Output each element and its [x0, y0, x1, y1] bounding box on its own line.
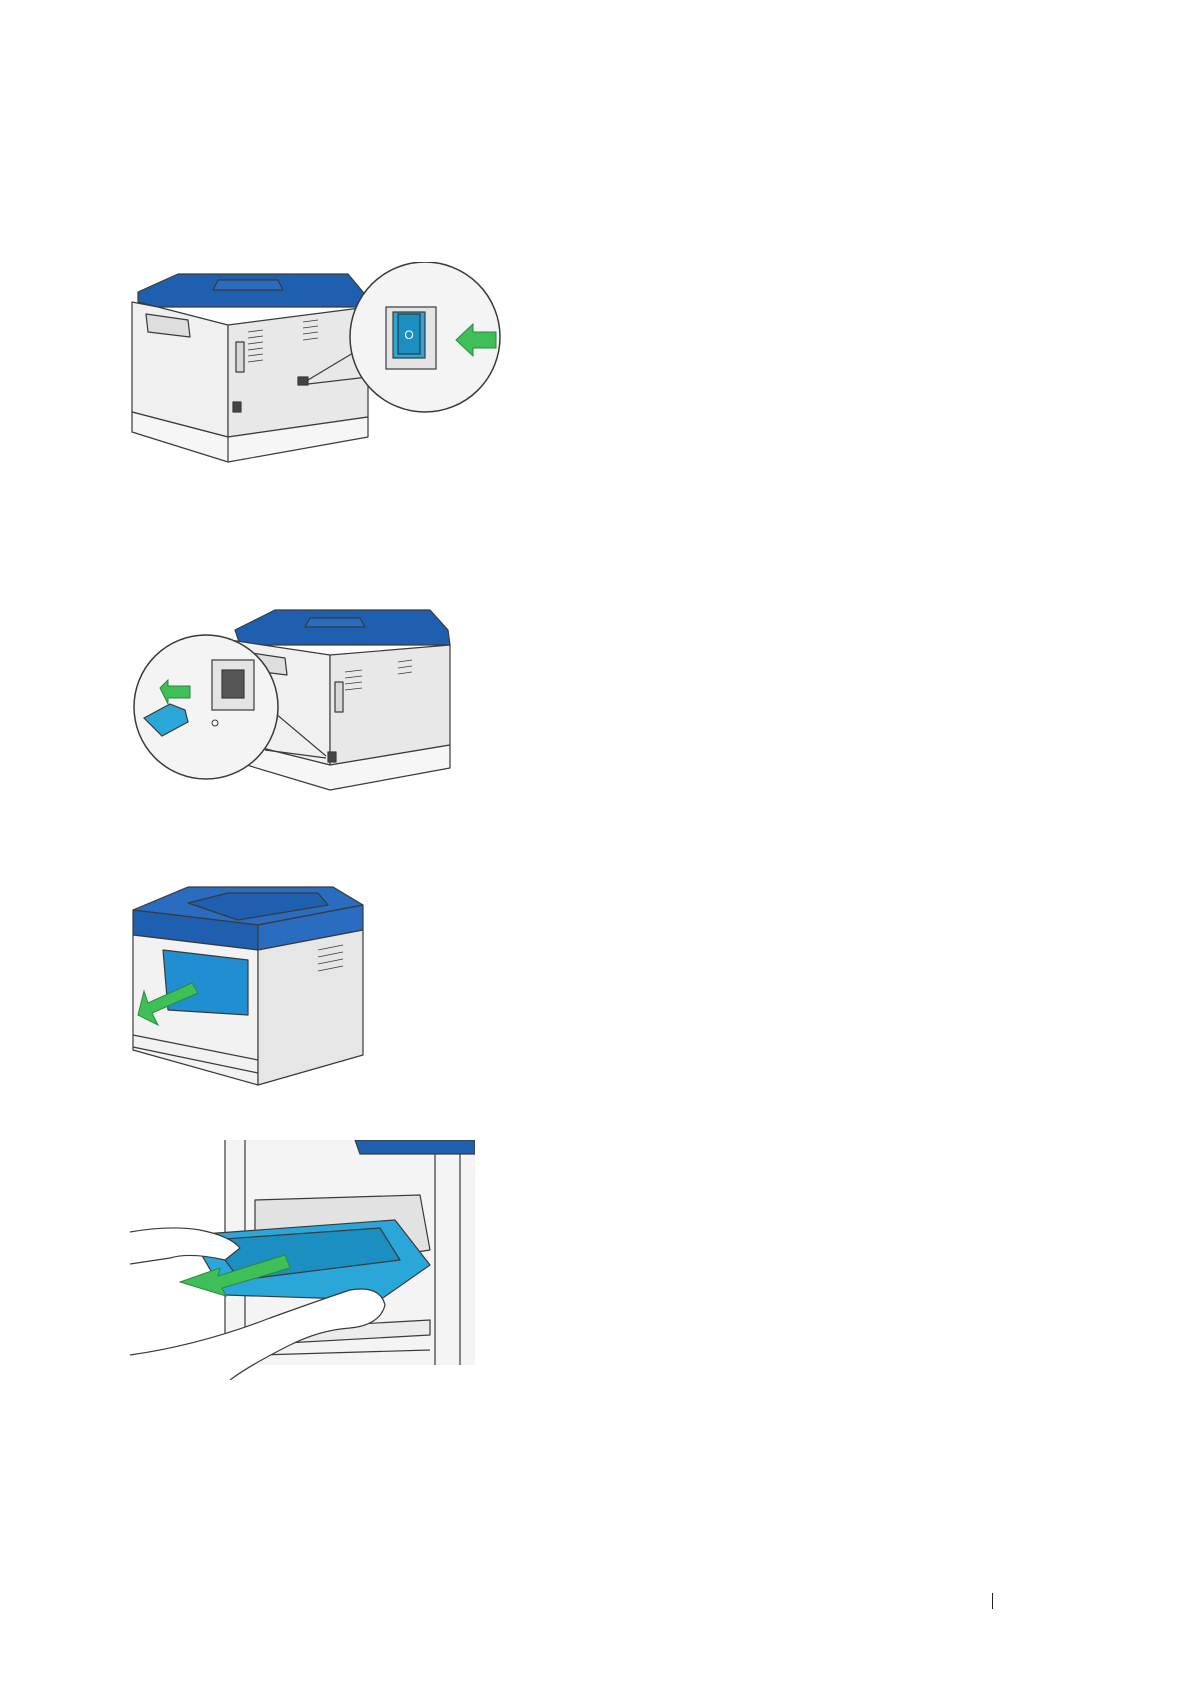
switch-off-label: O: [404, 328, 413, 342]
power-switch-illustration: O: [118, 262, 538, 487]
power-cord-illustration: [130, 600, 470, 825]
front-cover-illustration: [128, 875, 378, 1090]
tray-removal-illustration: [130, 1140, 475, 1380]
footer-divider: [992, 1593, 993, 1609]
